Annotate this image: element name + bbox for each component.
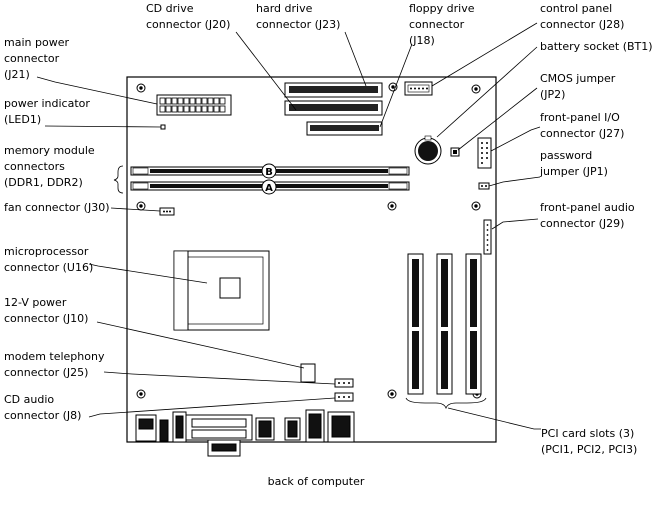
main-power-line-1: main power [4,36,69,49]
cd-drive-connector [284,100,383,116]
power-indicator-line-2: (LED1) [4,113,41,126]
pci-line-2: (PCI1, PCI2, PCI3) [541,443,637,456]
battery-line-1: battery socket (BT1) [540,40,653,53]
microprocessor-label: microprocessor connector (U16) [4,245,93,274]
front-panel-audio-connector [483,219,492,255]
modem-line-2: connector (J25) [4,366,88,379]
password-line-2: jumper (JP1) [539,165,608,178]
control-panel-line-2: connector (J28) [540,18,624,31]
pci-slot-1 [407,253,424,395]
microprocessor-socket [173,250,270,331]
main-power-connector-label: main power connector (J21) [4,36,72,81]
floppy-drive-label: floppy drive connector (J18) [409,2,478,47]
cd-drive-line-1: CD drive [146,2,194,15]
front-panel-io-connector [477,137,492,169]
pci-slot-3 [465,253,482,395]
cd-drive-label: CD drive connector (J20) [146,2,230,31]
fan-line-1: fan connector (J30) [4,201,110,214]
pci-line-1: PCI card slots (3) [541,427,634,440]
hard-drive-line-2: connector (J23) [256,18,340,31]
12v-power-line-2: connector (J10) [4,312,88,325]
12v-power-label: 12-V power connector (J10) [4,296,88,325]
leader-lines [36,22,541,430]
memory-connectors-label: memory module connectors (DDR1, DDR2) [4,144,98,189]
cmos-jumper-label: CMOS jumper (JP2) [540,72,619,101]
microprocessor-line-2: connector (U16) [4,261,93,274]
12v-power-line-1: 12-V power [4,296,67,309]
password-jumper [478,182,490,190]
cd-audio-connector [334,392,354,402]
memory-line-2: connectors [4,160,65,173]
modem-telephony-connector [334,378,354,388]
slot-marker-a-label: A [265,183,273,194]
main-power-connector [156,94,232,116]
modem-line-1: modem telephony [4,350,105,363]
memory-line-1: memory module [4,144,95,157]
power-indicator-label: power indicator (LED1) [4,97,93,126]
password-line-1: password [540,149,592,162]
main-power-line-2: connector [4,52,60,65]
cd-audio-line-2: connector (J8) [4,409,81,422]
slot-marker-a: A [261,179,277,195]
front-io-line-2: connector (J27) [540,127,624,140]
memory-slots-brace [113,165,124,194]
hard-drive-connector [284,82,383,98]
cd-audio-label: CD audio connector (J8) [4,393,81,422]
battery-socket [414,135,442,165]
front-audio-line-2: connector (J29) [540,217,624,230]
cmos-line-1: CMOS jumper [540,72,616,85]
cd-audio-line-1: CD audio [4,393,54,406]
back-of-computer-caption: back of computer [268,475,365,488]
slot-marker-b-label: B [265,167,273,178]
power-indicator-line-1: power indicator [4,97,90,110]
control-panel-label: control panel connector (J28) [540,2,624,31]
front-io-line-1: front-panel I/O [540,111,620,124]
floppy-line-2: connector [409,18,465,31]
fan-connector [159,207,175,216]
rear-io-panel [135,409,355,457]
floppy-line-1: floppy drive [409,2,475,15]
fan-connector-label: fan connector (J30) [4,201,110,214]
cmos-jumper [450,147,460,157]
slot-marker-b: B [261,163,277,179]
memory-line-3: (DDR1, DDR2) [4,176,83,189]
password-jumper-label: password jumper (JP1) [539,149,608,178]
cmos-line-2: (JP2) [540,88,565,101]
front-panel-audio-label: front-panel audio connector (J29) [540,201,638,230]
pci-slots-label: PCI card slots (3) (PCI1, PCI2, PCI3) [541,427,638,456]
pci-slots-brace [405,397,487,410]
control-panel-connector [404,81,433,96]
front-panel-io-label: front-panel I/O connector (J27) [540,111,624,140]
12v-power-connector [300,363,316,383]
power-indicator-led [160,124,166,130]
modem-telephony-label: modem telephony connector (J25) [4,350,108,379]
hard-drive-label: hard drive connector (J23) [256,2,340,31]
battery-socket-label: battery socket (BT1) [540,40,653,53]
floppy-line-3: (J18) [409,34,435,47]
cd-drive-line-2: connector (J20) [146,18,230,31]
front-audio-line-1: front-panel audio [540,201,635,214]
hard-drive-line-1: hard drive [256,2,313,15]
mounting-holes [136,82,482,399]
main-power-line-3: (J21) [4,68,30,81]
motherboard: B A [126,76,497,457]
control-panel-line-1: control panel [540,2,612,15]
floppy-drive-connector [306,121,383,136]
microprocessor-line-1: microprocessor [4,245,89,258]
pci-slot-2 [436,253,453,395]
